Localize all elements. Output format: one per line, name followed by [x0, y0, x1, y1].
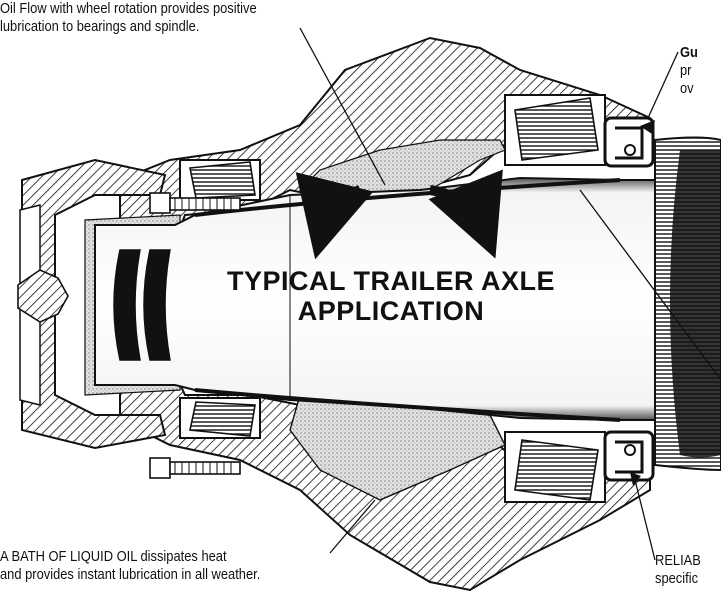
seal-upper [603, 116, 655, 168]
leader-bottom-right [634, 479, 656, 561]
callout-reliable: RELIAB specific [655, 552, 701, 588]
spindle-nut-inner [143, 249, 171, 361]
outer-bearing-upper [179, 159, 261, 201]
inner-bearing-lower [504, 431, 606, 503]
hub-bolt-lower [149, 457, 241, 479]
callout-top-right-line3: ov [680, 80, 694, 97]
callout-top-right-line1: Gu [680, 44, 698, 61]
diagram-title: TYPICAL TRAILER AXLE APPLICATION [196, 266, 586, 326]
oil-flow-arrow-right [428, 169, 503, 259]
leader-top-right-arrow [640, 120, 655, 134]
diagram-title-line1: TYPICAL TRAILER AXLE [226, 266, 555, 296]
seal-lower [603, 430, 655, 482]
fill-plug [17, 269, 69, 323]
outer-bearing-lower [179, 397, 261, 439]
callout-oil-bath-line2: and provides instant lubrication in all … [0, 566, 261, 583]
spindle-nut-outer [113, 249, 141, 361]
wheel-hub-shadow [670, 150, 721, 458]
callout-top-right: Gu pr ov [680, 44, 698, 98]
callout-reliable-line1: RELIAB [655, 552, 701, 569]
callout-oil-flow-line1: Oil Flow with wheel rotation provides po… [0, 0, 257, 17]
spindle-shadow-bottom [194, 388, 621, 422]
callout-oil-flow: Oil Flow with wheel rotation provides po… [0, 0, 257, 36]
callout-top-right-line2: pr [680, 62, 692, 79]
callout-oil-bath-line1: A BATH OF LIQUID OIL dissipates heat [0, 548, 227, 565]
spindle-shadow-top [194, 178, 621, 217]
leader-right-diag [579, 189, 721, 381]
inner-bearing-upper [504, 94, 606, 166]
callout-oil-flow-line2: lubrication to bearings and spindle. [0, 18, 200, 35]
leader-bottom-left [329, 499, 376, 554]
callout-oil-bath: A BATH OF LIQUID OIL dissipates heat and… [0, 548, 260, 584]
hub-bolt-upper [149, 192, 241, 214]
callout-reliable-line2: specific [655, 570, 699, 587]
leader-top-right [647, 51, 679, 119]
leader-top-left [299, 27, 386, 186]
leader-bottom-right-arrow [630, 472, 641, 486]
diagram-title-line2: APPLICATION [297, 296, 485, 326]
oil-flow-arrow-left [295, 172, 374, 260]
